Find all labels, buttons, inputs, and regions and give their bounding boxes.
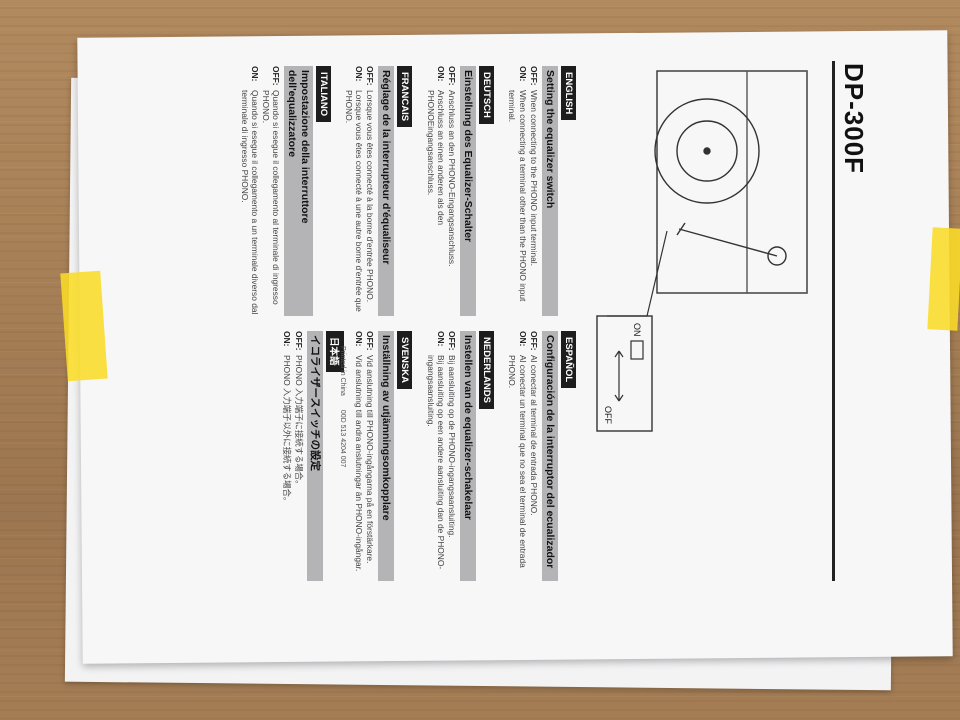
headshell (676, 222, 686, 236)
off-label: OFF: (293, 331, 304, 351)
dust-cover (746, 70, 808, 294)
off-text: Vid anslutning till PHONO-ingångarna på … (365, 355, 376, 564)
section-espanol: ESPAÑOL Configuración de la interruptor … (507, 331, 579, 581)
yellow-tape-right (927, 227, 960, 331)
lang-tag: DEUTSCH (479, 66, 495, 124)
section-deutsch: DEUTSCH Einstellung des Equalizer-Schalt… (425, 66, 497, 316)
off-label: OFF: (528, 66, 539, 86)
on-text: Vid anslutning till andra anslutningar ä… (354, 355, 365, 572)
on-text: Anschluss an einen anderen als den PHONO… (425, 90, 446, 226)
on-label: ON: (517, 331, 528, 347)
turntable-illustration (654, 70, 808, 294)
section-nederlands: NEDERLANDS Instellen van de equalizer-sc… (425, 331, 497, 581)
section-heading: Setting the equalizer switch (541, 66, 558, 316)
lang-tag: SVENSKA (397, 331, 413, 389)
on-label: ON: (354, 331, 365, 347)
off-label: OFF: (271, 66, 282, 86)
lang-tag: ITALIANO (315, 66, 331, 123)
off-label: OFF: (447, 331, 458, 351)
off-label: OFF: (365, 66, 376, 86)
on-text: PHONO 入力端子以外に接続する場合。 (282, 355, 293, 506)
switch-toggle (630, 340, 644, 360)
section-heading: Instellen van de equalizer-schakelaar (460, 331, 477, 581)
switch-callout: ON OFF (596, 230, 668, 432)
switch-arrow (614, 350, 624, 402)
off-text: When connecting to the PHONO input termi… (528, 90, 539, 266)
on-row: ON: Al conectar un terminal que no sea el… (507, 331, 528, 581)
section-heading: Inställning av utjämningsomkopplare (378, 331, 395, 581)
section-heading: Impostazione della interruttore dell'equ… (284, 66, 313, 316)
lang-tag: FRANCAIS (397, 66, 413, 128)
on-label: ON: (435, 66, 446, 82)
off-row: OFF: Al conectar al terminal de entrada P… (529, 331, 539, 581)
off-label: OFF: (447, 66, 458, 86)
off-row: OFF: Bij aansluiting op de PHONO-ingangsa… (447, 331, 457, 581)
section-heading: Einstellung des Equalizer-Schalter (460, 66, 477, 316)
spindle (703, 147, 711, 155)
lang-tag: NEDERLANDS (479, 331, 495, 409)
switch-box (596, 315, 653, 432)
column-right: ESPAÑOL Configuración de la interruptor … (272, 331, 579, 581)
lang-tag: ESPAÑOL (561, 331, 576, 389)
tonearm-pivot (767, 246, 787, 266)
on-row: ON: When connecting a terminal other than… (507, 66, 528, 316)
section-italiano: ITALIANO Impostazione della interruttore… (239, 66, 333, 316)
model-title: DP-300F (839, 63, 869, 175)
part-number: 00D 513 4204 007 (339, 409, 346, 468)
on-row: ON: Lorsque vous êtes connecté à une autr… (343, 66, 365, 316)
off-label: OFF: (365, 331, 376, 351)
on-label: ON: (354, 66, 365, 82)
on-row: ON: PHONO 入力端子以外に接続する場合。 (282, 331, 293, 581)
printed-in-china: Printed in China (339, 346, 346, 396)
on-row: ON: Bij aansluiting op een andere aanslui… (425, 331, 446, 581)
platter-inner (676, 120, 738, 182)
title-rule (832, 61, 835, 581)
turntable-figure: ON OFF (596, 70, 808, 432)
on-text: Lorsque vous êtes connecté à une autre b… (343, 90, 365, 312)
rotated-document: DP-300F ON OFF ENGLISH Setting the equal… (79, 41, 879, 601)
on-row: ON: Quando si esegue il collegamento a un… (239, 66, 260, 316)
off-row: OFF: Vid anslutning till PHONO-ingångarna… (365, 331, 375, 581)
off-text: Anschluss an den PHONO-Eingangsanschluss… (447, 90, 458, 267)
on-text: Al conectar un terminal que no sea el te… (507, 355, 528, 568)
section-svenska: SVENSKA Inställning av utjämningsomkoppl… (354, 331, 416, 581)
callout-line (607, 230, 668, 317)
lang-tag: ENGLISH (561, 66, 576, 121)
platter (654, 98, 760, 204)
off-row: OFF: When connecting to the PHONO input t… (529, 66, 539, 316)
on-text: Quando si esegue il collegamento a un te… (239, 90, 260, 315)
off-row: OFF: Anschluss an den PHONO-Eingangsansch… (447, 66, 457, 316)
on-text: When connecting a terminal other than th… (507, 90, 528, 302)
off-row: OFF: Quando si esegue il collegamento al … (261, 66, 282, 316)
switch-off-label: OFF (603, 406, 613, 424)
on-label: ON: (435, 331, 446, 347)
on-label: ON: (282, 331, 293, 347)
tonearm (678, 228, 778, 257)
section-english: ENGLISH Setting the equalizer switch OFF… (507, 66, 579, 316)
off-row: OFF: PHONO 入力端子に接続する場合。 (294, 331, 304, 581)
off-text: Quando si esegue il collegamento al term… (261, 90, 282, 305)
section-heading: Réglage de la interrupteur d'équaliseur (378, 66, 395, 316)
section-heading: Configuración de la interruptor del ecua… (541, 331, 558, 581)
off-row: OFF: Lorsque vous êtes connecté à la born… (365, 66, 375, 316)
off-text: Lorsque vous êtes connecté à la borne d'… (365, 90, 376, 303)
on-label: ON: (517, 66, 528, 82)
section-francais: FRANCAIS Réglage de la interrupteur d'éq… (344, 66, 416, 316)
on-row: ON: Vid anslutning till andra anslutninga… (354, 331, 364, 581)
on-row: ON: Anschluss an einen anderen als den PH… (425, 66, 446, 316)
section-japanese: 日本語 イコライザースイッチの設定 OFF:PHONO 入力端子に接続する場合。… (282, 331, 344, 581)
off-text: Al conectar al terminal de entrada PHONO… (528, 355, 539, 516)
footer: Printed in China 00D 513 4204 007 (339, 346, 346, 467)
switch-on-label: ON (632, 323, 642, 337)
on-text: Bij aansluiting op een andere aansluitin… (425, 355, 446, 570)
column-left: ENGLISH Setting the equalizer switch OFF… (229, 66, 579, 316)
off-text: Bij aansluiting op de PHONO-ingangsaansl… (447, 355, 458, 538)
off-label: OFF: (528, 331, 539, 351)
on-label: ON: (249, 66, 260, 82)
section-heading: イコライザースイッチの設定 (306, 331, 323, 581)
off-text: PHONO 入力端子に接続する場合。 (293, 355, 304, 489)
